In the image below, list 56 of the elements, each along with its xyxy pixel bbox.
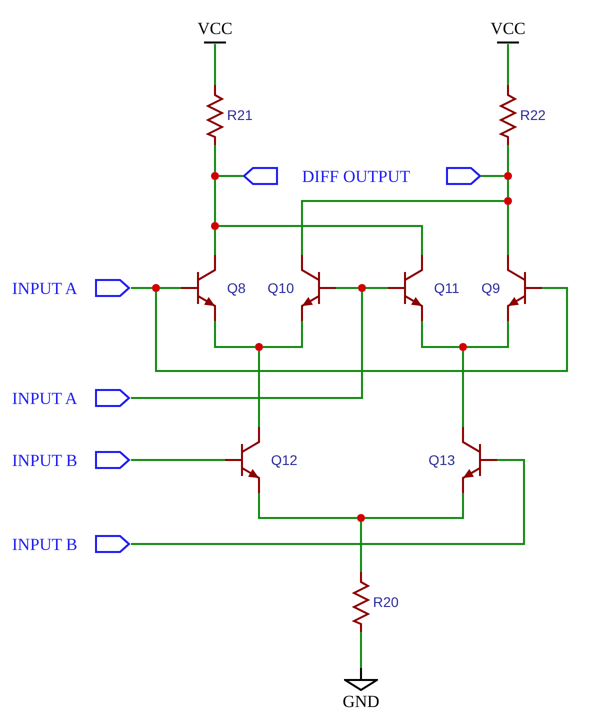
- wire: [160, 287, 181, 289]
- port-label: INPUT A: [12, 280, 78, 297]
- wire: [131, 459, 225, 461]
- component-label: Q10: [268, 281, 294, 295]
- wire: [258, 351, 260, 427]
- wire: [263, 321, 303, 348]
- junction-dot: [211, 222, 219, 230]
- component-label: Q8: [227, 281, 246, 295]
- wire: [155, 287, 568, 372]
- wire: [360, 632, 362, 668]
- component-label: R20: [373, 595, 399, 609]
- component-label: Q9: [481, 281, 500, 295]
- junction-dot: [357, 514, 365, 522]
- component-label: Q11: [434, 281, 460, 295]
- wire: [258, 493, 357, 519]
- wire: [219, 175, 243, 177]
- ground-label: GND: [342, 693, 380, 710]
- power-label: VCC: [196, 20, 234, 37]
- wire: [301, 200, 504, 255]
- junction-dot: [459, 343, 467, 351]
- wire: [366, 287, 388, 289]
- component-label: Q12: [271, 453, 298, 467]
- junction-dot: [504, 197, 512, 205]
- component-label: Q13: [428, 453, 455, 467]
- wire: [421, 321, 459, 348]
- wire: [481, 175, 504, 177]
- component-label: R22: [520, 108, 546, 122]
- wire: [214, 180, 216, 222]
- wire: [131, 287, 152, 289]
- junction-dot: [255, 343, 263, 351]
- wire: [507, 180, 509, 197]
- wire: [462, 351, 464, 427]
- wire: [467, 321, 509, 348]
- wire: [131, 459, 525, 545]
- wire: [507, 205, 509, 255]
- port-label: INPUT A: [12, 390, 78, 407]
- junction-dot: [504, 172, 512, 180]
- wire: [507, 145, 509, 172]
- wire: [360, 522, 362, 572]
- port-label: INPUT B: [12, 452, 78, 469]
- junction-dot: [211, 172, 219, 180]
- junction-dot: [152, 284, 160, 292]
- wire: [214, 230, 216, 255]
- wire: [336, 287, 358, 289]
- junction-dot: [358, 284, 366, 292]
- wire: [219, 225, 423, 255]
- power-label: VCC: [490, 20, 526, 37]
- wire: [214, 44, 216, 85]
- wire: [365, 493, 464, 519]
- component-label: R21: [227, 108, 253, 122]
- wire: [131, 292, 363, 399]
- net-label: DIFF OUTPUT: [302, 168, 410, 185]
- wire: [507, 44, 509, 85]
- wire: [214, 321, 255, 348]
- port-label: INPUT B: [12, 536, 78, 553]
- wire: [214, 145, 216, 172]
